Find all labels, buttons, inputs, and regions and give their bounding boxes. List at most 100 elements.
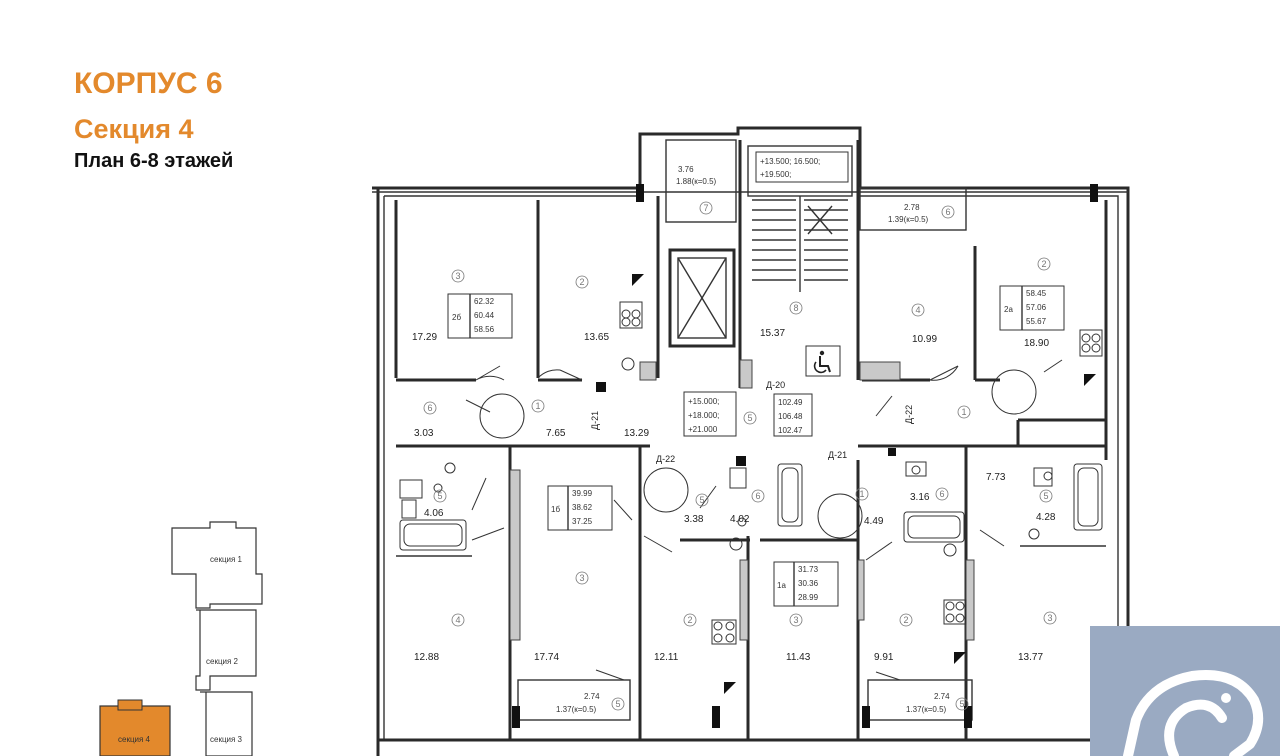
- room-area: 10.99: [912, 334, 937, 345]
- wheelchair-icon: [805, 345, 841, 377]
- interior-walls: [394, 140, 1108, 740]
- room-number-markers: 3 2 8 4 2 6 1 5 5 5 6 1 6 1 5 4 3 2 3 2 …: [423, 257, 1057, 627]
- room-number: 2: [687, 615, 692, 625]
- apartment-area-living: 58.56: [474, 325, 495, 334]
- balcony-area: 2.74: [584, 692, 600, 701]
- room-area: 3.16: [910, 492, 930, 503]
- room-number: 5: [437, 491, 442, 501]
- room-number: 3: [579, 573, 584, 583]
- apartment-area-reduced: 30.36: [798, 579, 819, 588]
- room-number: 5: [699, 495, 704, 505]
- corridor-level-mark: +21.000: [688, 425, 718, 434]
- title-block: КОРПУС 6 Секция 4 План 6-8 этажей: [74, 66, 233, 174]
- room-number: 6: [427, 403, 432, 413]
- key-section-label: секция 2: [206, 657, 239, 666]
- room-number: 2: [903, 615, 908, 625]
- room-area: 13.65: [584, 332, 609, 343]
- key-section-label: секция 3: [210, 735, 243, 744]
- door-tag: Д-21: [828, 450, 847, 460]
- door-tag: Д-20: [766, 380, 785, 390]
- key-section-label: секция 1: [210, 555, 243, 564]
- balcony-area: 3.76: [678, 165, 694, 174]
- room-number: 1: [961, 407, 966, 417]
- apartment-area-living: 55.67: [1026, 317, 1047, 326]
- outer-walls: [372, 126, 1130, 756]
- plan-title: План 6-8 этажей: [74, 150, 234, 172]
- room-area: 4.28: [1036, 512, 1056, 523]
- balcony-coefficient: 1.37(к=0.5): [906, 705, 947, 714]
- corridor-level-mark: +18.000;: [688, 411, 719, 420]
- balcony-number: 6: [945, 207, 950, 217]
- apartment-type: 2а: [1004, 305, 1013, 314]
- room-area: 13.29: [624, 428, 649, 439]
- room-area: 3.38: [684, 514, 704, 525]
- room-area: 4.06: [424, 508, 444, 519]
- apartment-area-reduced: 38.62: [572, 503, 593, 512]
- apartment-area-living: 28.99: [798, 593, 819, 602]
- room-number: 8: [793, 303, 798, 313]
- balcony-number: 5: [615, 699, 620, 709]
- balcony-coefficient: 1.37(к=0.5): [556, 705, 597, 714]
- room-number: 3: [455, 271, 460, 281]
- corridor-level-mark: +15.000;: [688, 397, 719, 406]
- apartment-type: 1а: [777, 581, 786, 590]
- stair-level-mark: +13.500; 16.500;: [760, 157, 820, 166]
- room-number: 3: [793, 615, 798, 625]
- level-marks: +13.500; 16.500; +19.500; +15.000; +18.0…: [683, 151, 849, 437]
- door-tags: Д-21 Д-20 Д-22 Д-22 Д-21: [590, 380, 914, 464]
- balcony-labels: 3.76 1.88(к=0.5) 7 2.78 1.39(к=0.5) 6 2.…: [556, 165, 969, 714]
- apartment-type: 1б: [551, 505, 560, 514]
- section-title: Секция 4: [74, 114, 194, 144]
- room-area: 9.91: [874, 652, 894, 663]
- key-plan-highlight: [99, 705, 171, 756]
- room-area: 11.43: [786, 652, 811, 663]
- apartment-area-reduced: 60.44: [474, 311, 495, 320]
- balcony-coefficient: 1.39(к=0.5): [888, 215, 929, 224]
- room-number: 6: [755, 491, 760, 501]
- door-tag: Д-21: [590, 411, 600, 430]
- turning-circles: [479, 369, 1037, 539]
- key-plan: секция 1 секция 2 секция 3 секция 4: [99, 521, 263, 756]
- room-area: 17.74: [534, 652, 559, 663]
- balcony-area: 2.74: [934, 692, 950, 701]
- apartment-boxes: 2б 62.32 60.44 58.56 2а 58.45 57.06 55.6…: [447, 285, 1065, 607]
- room-area: 12.11: [654, 652, 679, 663]
- room-area: 12.88: [414, 652, 439, 663]
- stair-level-mark: +19.500;: [760, 170, 791, 179]
- room-number: 1: [535, 401, 540, 411]
- room-area: 18.90: [1024, 338, 1049, 349]
- room-area: 15.37: [760, 328, 785, 339]
- elevator-shaft: [668, 248, 736, 348]
- apartment-area-living: 37.25: [572, 517, 593, 526]
- corridor-area: 102.47: [778, 426, 803, 435]
- balcony-number: 7: [703, 203, 708, 213]
- room-area: 3.03: [414, 428, 434, 439]
- room-number: 4: [455, 615, 460, 625]
- room-labels: 17.29 13.65 15.37 10.99 18.90 3.03 7.65 …: [412, 328, 1056, 663]
- room-area: 4.49: [864, 516, 884, 527]
- balcony-area: 2.78: [904, 203, 920, 212]
- apartment-area-reduced: 57.06: [1026, 303, 1047, 312]
- balcony-coefficient: 1.88(к=0.5): [676, 177, 717, 186]
- apartment-area-total: 31.73: [798, 565, 819, 574]
- room-number: 1: [859, 489, 864, 499]
- stairwell: [747, 145, 853, 292]
- door-swings: [465, 359, 1063, 681]
- corridor-area: 102.49: [778, 398, 803, 407]
- room-number: 2: [1041, 259, 1046, 269]
- room-area: 17.29: [412, 332, 437, 343]
- room-area: 13.77: [1018, 652, 1043, 663]
- balconies: [517, 139, 973, 721]
- key-section-label: секция 4: [118, 735, 151, 744]
- door-tag: Д-22: [656, 454, 675, 464]
- apartment-area-total: 62.32: [474, 297, 495, 306]
- room-number: 5: [1043, 491, 1048, 501]
- room-number: 5: [747, 413, 752, 423]
- room-area: 7.65: [546, 428, 566, 439]
- apartment-area-total: 58.45: [1026, 289, 1047, 298]
- bathroom-fixtures: [399, 301, 1103, 645]
- room-area: 7.73: [986, 472, 1006, 483]
- apartment-type: 2б: [452, 313, 461, 322]
- elephant-logo-icon: [1090, 626, 1280, 756]
